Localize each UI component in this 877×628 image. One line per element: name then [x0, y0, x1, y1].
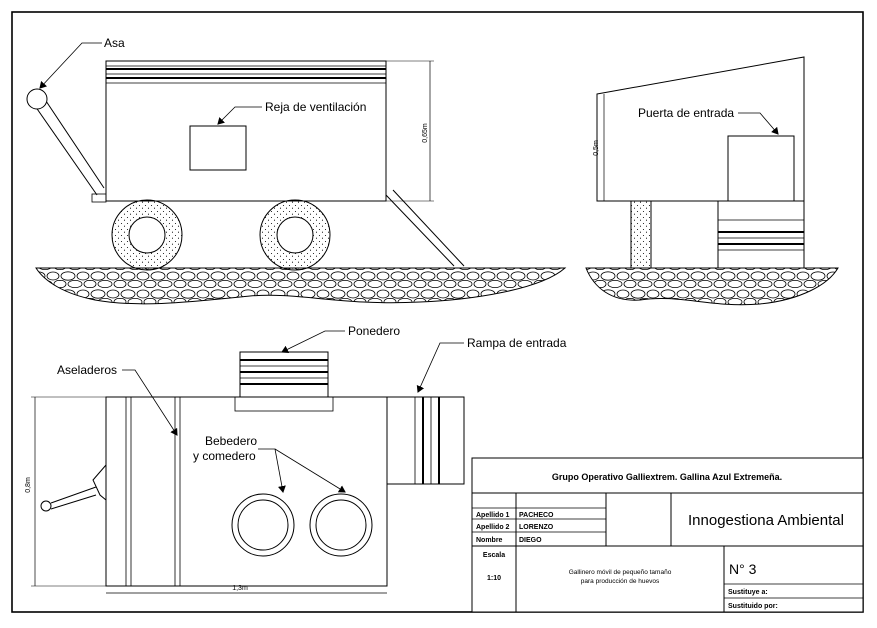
tb-sheet-number: N° 3 [729, 561, 757, 577]
plan-length-dim: 1,3m [232, 585, 248, 592]
label-rampa: Rampa de entrada [467, 336, 567, 350]
front-body [596, 56, 805, 202]
tb-key-2: Apellido 2 [476, 524, 510, 531]
label-aseladeros: Aseladeros [57, 363, 117, 377]
feeder-2 [309, 493, 373, 557]
tb-val-2: LORENZO [519, 524, 554, 531]
label-reja: Reja de ventilación [265, 100, 366, 114]
label-bebedero-2: y comedero [193, 449, 256, 463]
perch-1 [125, 396, 132, 587]
tb-group: Grupo Operativo Galliextrem. Gallina Azu… [552, 472, 782, 482]
front-door [727, 135, 795, 202]
wheel-right [259, 199, 331, 271]
front-ground [585, 267, 839, 306]
wheel-left [111, 199, 183, 271]
label-ponedero: Ponedero [348, 324, 400, 338]
plan-view: 0,8m 1,3m Ponedero Rampa de entrada Asel… [25, 324, 567, 594]
side-ground [35, 267, 567, 305]
tb-val-3: DIEGO [519, 537, 542, 544]
tb-sustituido: Sustituido por: [728, 603, 778, 610]
tb-description-2: para producción de huevos [581, 578, 660, 585]
front-ramp-block [717, 200, 805, 269]
plan-handle [40, 464, 107, 512]
side-ramp [385, 189, 465, 267]
label-bebedero-1: Bebedero [205, 434, 257, 448]
tb-escala-value: 1:10 [487, 575, 501, 582]
front-height-dim: 0,5m [593, 140, 600, 156]
front-view: 0,5m Puerta de entrada [585, 56, 839, 306]
sheet-border [11, 11, 864, 613]
tb-key-3: Nombre [476, 537, 503, 544]
plan-width-dim: 0,8m [25, 477, 32, 493]
tb-escala-label: Escala [483, 552, 505, 559]
tb-company: Innogestiona Ambiental [688, 512, 844, 529]
ventilation-grate [189, 125, 247, 171]
side-view: 0,65m Asa Reja de ventilación [26, 36, 567, 305]
tb-val-1: PACHECO [519, 512, 554, 519]
handle [26, 88, 105, 196]
side-body [105, 60, 387, 202]
tb-sustituye: Sustituye a: [728, 589, 768, 596]
title-block: Grupo Operativo Galliextrem. Gallina Azu… [471, 457, 864, 613]
nest-box [234, 351, 334, 412]
perch-2 [174, 396, 181, 587]
tb-description-1: Gallinero móvil de pequeño tamaño [569, 569, 672, 576]
plan-ramp [386, 396, 465, 485]
label-asa: Asa [104, 36, 125, 50]
feeder-1 [231, 493, 295, 557]
front-leg [630, 200, 652, 269]
label-puerta: Puerta de entrada [638, 106, 734, 120]
side-height-dim: 0,65m [422, 123, 429, 143]
tb-key-1: Apellido 1 [476, 512, 510, 519]
